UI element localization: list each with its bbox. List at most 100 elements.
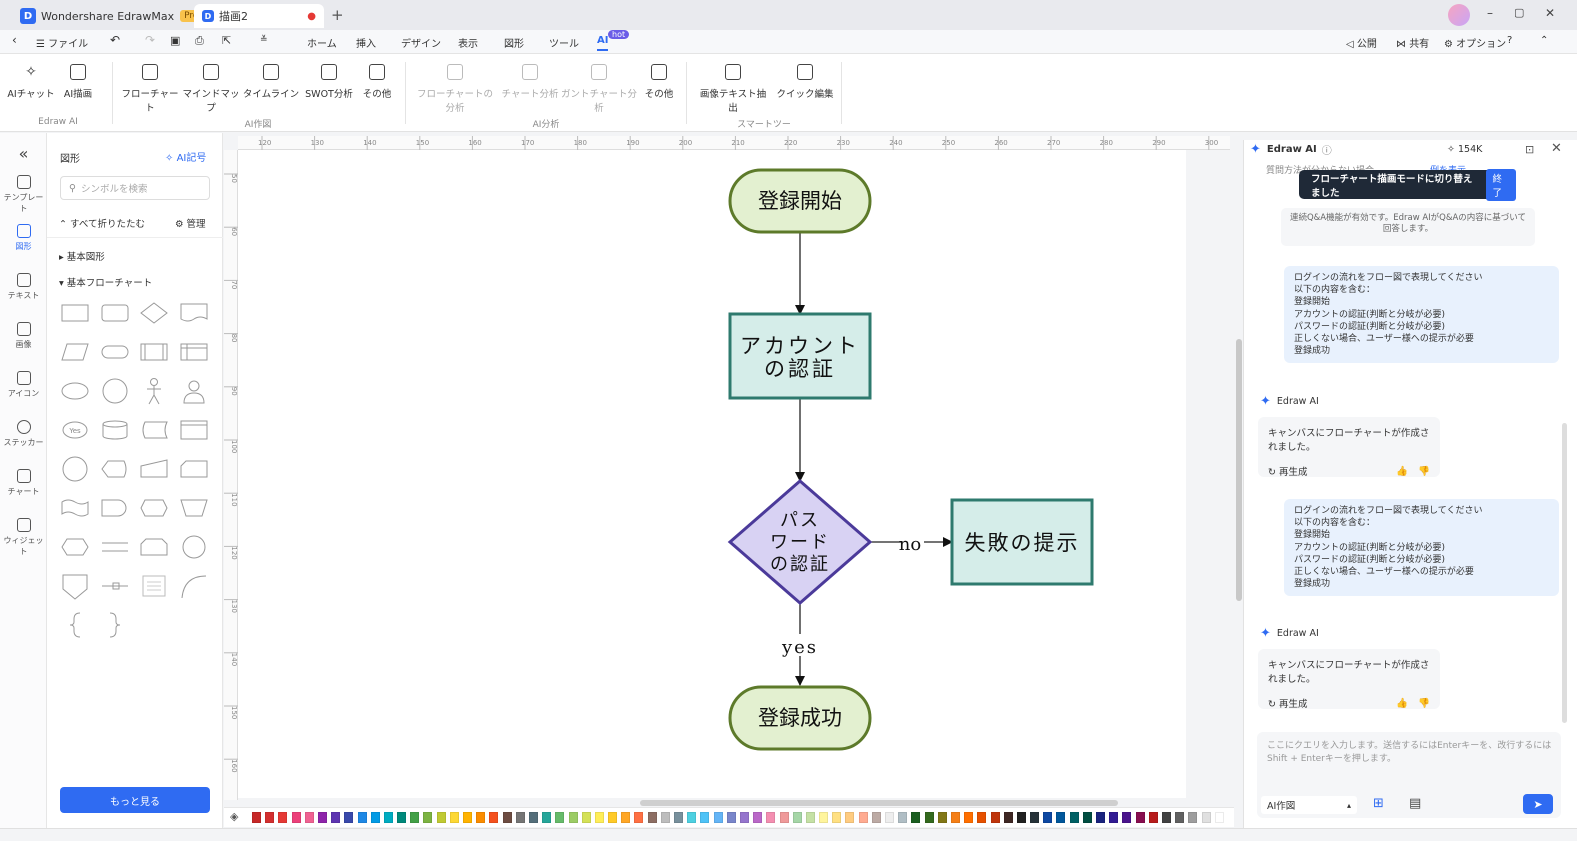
drawing-page[interactable]: 登録開始 アカウント の認証 パス ワード の認証 no 失敗の提示 yes 登… xyxy=(238,150,1186,798)
color-swatch[interactable] xyxy=(594,812,604,823)
shape-rectangle[interactable] xyxy=(60,298,90,328)
query-input-box[interactable]: ここにクエリを入力します。送信するにはEnterキーを、改行するにはShift … xyxy=(1257,732,1561,818)
undo-icon[interactable]: ↶ xyxy=(110,33,121,47)
fill-bucket-icon[interactable]: ◈ xyxy=(230,810,239,823)
shape-yes-oval[interactable]: Yes xyxy=(60,415,90,445)
timeline-button[interactable]: タイムライン xyxy=(241,64,301,100)
color-swatch[interactable] xyxy=(528,812,538,823)
thumbs-up-icon[interactable]: 👍 xyxy=(1396,465,1409,477)
color-swatch[interactable] xyxy=(436,812,446,823)
regenerate-button[interactable]: ↻ 再生成 xyxy=(1268,696,1308,710)
more-quick-icon[interactable]: ≚ xyxy=(260,35,268,45)
gantt-analysis-button[interactable]: ガントチャート分析 xyxy=(561,64,637,114)
color-swatch[interactable] xyxy=(1188,812,1198,823)
color-swatch[interactable] xyxy=(792,812,802,823)
color-swatch[interactable] xyxy=(463,812,472,823)
color-swatch[interactable] xyxy=(990,812,1000,823)
color-swatch[interactable] xyxy=(937,812,947,823)
shape-ellipse[interactable] xyxy=(60,376,90,406)
color-swatch[interactable] xyxy=(832,812,842,823)
color-swatch[interactable] xyxy=(515,812,525,823)
symbol-search-input[interactable]: ⚲ シンボルを検索 xyxy=(60,176,210,200)
color-swatch[interactable] xyxy=(1214,812,1224,823)
color-swatch[interactable] xyxy=(1148,812,1158,823)
color-swatch[interactable] xyxy=(317,812,327,823)
shape-stored-data[interactable] xyxy=(139,415,169,445)
swot-button[interactable]: SWOT分析 xyxy=(299,64,359,100)
ai-chat-button[interactable]: ✧AIチャット xyxy=(1,64,61,100)
color-swatch[interactable] xyxy=(265,812,275,823)
collapse-ribbon-icon[interactable]: ⌃ xyxy=(1540,35,1549,46)
menu-ai[interactable]: AI xyxy=(597,35,609,51)
color-swatch[interactable] xyxy=(370,812,380,823)
color-swatch[interactable] xyxy=(871,812,881,823)
color-swatch[interactable] xyxy=(344,812,354,823)
color-swatch[interactable] xyxy=(1135,812,1145,823)
shape-terminator[interactable] xyxy=(100,337,130,367)
color-swatch[interactable] xyxy=(660,812,670,823)
chat-scroll-thumb[interactable] xyxy=(1562,423,1567,723)
menu-insert[interactable]: 挿入 xyxy=(356,39,376,50)
shape-diamond[interactable] xyxy=(139,298,169,328)
ai-drawing-more-button[interactable]: その他 xyxy=(347,64,407,100)
color-swatch[interactable] xyxy=(476,812,486,823)
shape-loop-limit[interactable] xyxy=(139,532,169,562)
shape-connector-circle[interactable] xyxy=(60,454,90,484)
redo-icon[interactable]: ↷ xyxy=(145,33,156,47)
color-swatch[interactable] xyxy=(885,812,894,823)
collapse-sidebar-icon[interactable]: « xyxy=(18,144,29,163)
color-swatch[interactable] xyxy=(410,812,420,823)
color-swatch[interactable] xyxy=(819,812,829,823)
vertical-scrollbar[interactable] xyxy=(1235,133,1243,807)
color-swatch[interactable] xyxy=(964,812,974,823)
color-swatch[interactable] xyxy=(608,812,618,823)
export-icon[interactable]: ⇱ xyxy=(222,34,232,47)
close-window-button[interactable]: ✕ xyxy=(1545,6,1556,20)
image-text-extract-button[interactable]: 画像テキスト抽出 xyxy=(697,64,769,114)
shape-off-page-connector[interactable] xyxy=(139,493,169,523)
sidebar-item-charts[interactable]: チャート xyxy=(0,469,47,497)
menu-view[interactable]: 表示 xyxy=(458,39,478,50)
back-icon[interactable]: ‹ xyxy=(12,33,17,47)
color-swatch[interactable] xyxy=(383,812,393,823)
color-swatch[interactable] xyxy=(555,812,565,823)
shape-display[interactable] xyxy=(100,454,130,484)
sidebar-item-stickers[interactable]: ステッカー xyxy=(0,420,47,448)
flowchart-password-decision[interactable] xyxy=(727,479,873,605)
color-swatch[interactable] xyxy=(423,812,433,823)
sidebar-item-templates[interactable]: テンプレート xyxy=(0,175,47,214)
shape-off-page-reference[interactable] xyxy=(60,571,90,601)
color-swatch[interactable] xyxy=(621,812,631,823)
color-swatch[interactable] xyxy=(357,812,367,823)
color-swatch[interactable] xyxy=(713,812,723,823)
save-icon[interactable]: ▣ xyxy=(170,34,181,47)
category-basic-shapes[interactable]: ▸ 基本図形 xyxy=(59,249,105,263)
shape-user[interactable] xyxy=(179,376,209,406)
cart-icon[interactable]: ⊡ xyxy=(1525,143,1535,156)
ai-analysis-more-button[interactable]: その他 xyxy=(629,64,689,100)
color-swatch[interactable] xyxy=(542,812,552,823)
color-swatch[interactable] xyxy=(581,812,591,823)
color-swatch[interactable] xyxy=(845,812,855,823)
document-tab[interactable]: D 描画2 ● xyxy=(194,4,324,28)
color-swatch[interactable] xyxy=(331,812,341,823)
share-button[interactable]: ⋈ 共有 xyxy=(1396,35,1429,50)
new-tab-button[interactable]: + xyxy=(331,6,344,24)
color-swatch[interactable] xyxy=(1175,812,1185,823)
maximize-button[interactable]: ▢ xyxy=(1514,6,1525,19)
shape-parallel-mode[interactable] xyxy=(100,532,130,562)
manage-button[interactable]: ⚙ 管理 xyxy=(175,216,206,230)
color-swatch[interactable] xyxy=(647,812,657,823)
color-swatch[interactable] xyxy=(1096,812,1105,823)
color-swatch[interactable] xyxy=(278,812,288,823)
flowchart-account-node[interactable] xyxy=(728,312,872,400)
shape-left-brace[interactable] xyxy=(60,610,90,640)
minimize-button[interactable]: – xyxy=(1487,6,1493,20)
exit-mode-button[interactable]: 終了 xyxy=(1485,168,1516,201)
color-swatch[interactable] xyxy=(449,812,459,823)
menu-tools[interactable]: ツール xyxy=(549,39,579,50)
color-swatch[interactable] xyxy=(1003,812,1013,823)
color-swatch[interactable] xyxy=(779,812,789,823)
ai-drawing-button[interactable]: AI描画 xyxy=(48,64,108,100)
color-swatch[interactable] xyxy=(674,812,683,823)
